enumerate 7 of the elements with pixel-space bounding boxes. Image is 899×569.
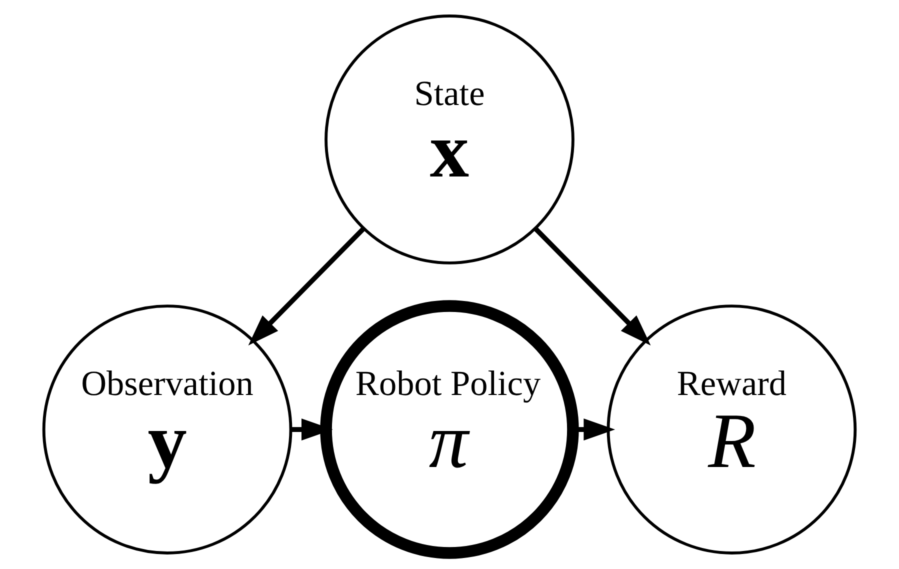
- node-circle: State x: [324, 14, 574, 264]
- arrow: [534, 227, 651, 346]
- node-circle: Observation y: [42, 304, 292, 554]
- arrow: [248, 227, 366, 346]
- node-circle: Robot Policy π: [320, 300, 579, 559]
- arrow: [290, 418, 333, 441]
- node-circle: Reward R: [606, 304, 857, 554]
